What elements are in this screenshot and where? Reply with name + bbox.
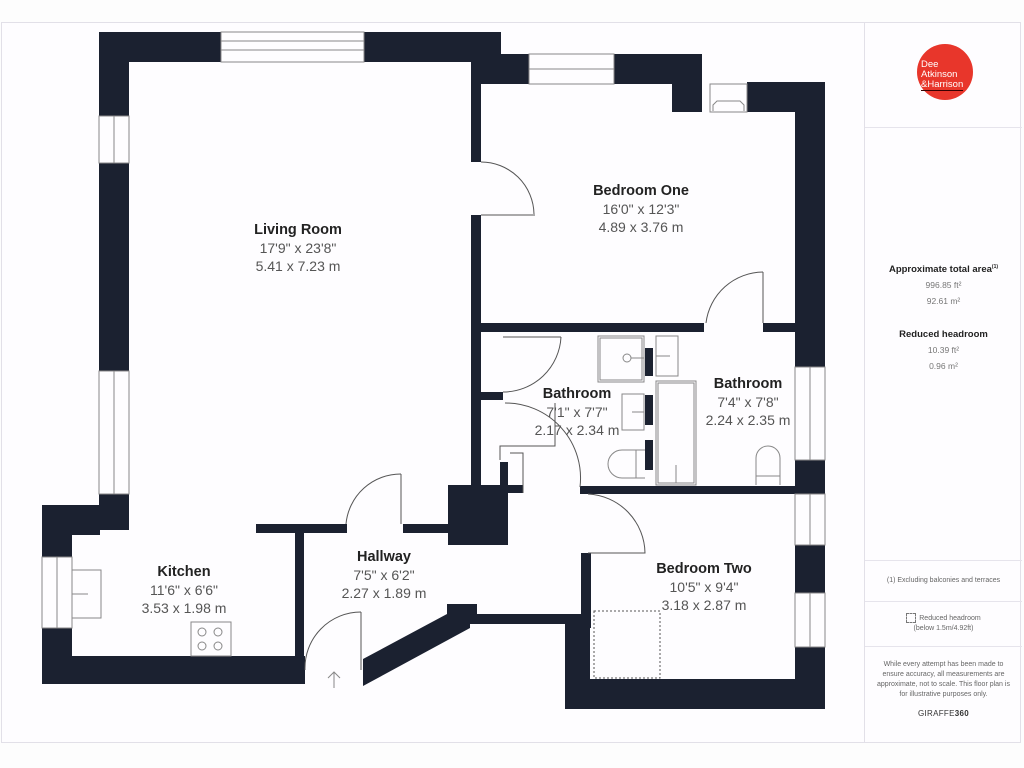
floor-plan-drawing [41, 31, 826, 709]
total-area-title: Approximate total area(1) [888, 264, 999, 276]
room-name: Bedroom One [593, 183, 689, 199]
reduced-headroom-area [593, 610, 661, 679]
logo-section: Dee Atkinson &Harrison [865, 22, 1022, 128]
info-panel: Dee Atkinson &Harrison Approximate total… [864, 22, 1022, 743]
disclaimer-section: While every attempt has been made to ens… [865, 647, 1022, 743]
room-imperial: 7'5" x 6'2" [353, 567, 415, 583]
room-imperial: 7'1" x 7'7" [546, 404, 608, 420]
footnote-section: (1) Excluding balconies and terraces [865, 561, 1022, 602]
room-metric: 4.89 x 3.76 m [598, 219, 684, 235]
total-area-m: 92.61 m² [926, 296, 961, 307]
room-name: Living Room [254, 222, 342, 238]
room-metric: 3.18 x 2.87 m [661, 597, 747, 613]
room-imperial: 7'4" x 7'8" [717, 394, 779, 410]
room-name: Bedroom Two [656, 561, 752, 577]
room-imperial: 17'9" x 23'8" [259, 240, 337, 256]
room-hallway: Hallway 7'5" x 6'2" 2.27 x 1.89 m [342, 549, 427, 602]
room-bathroom-left: Bathroom 7'1" x 7'7" 2.17 x 2.34 m [535, 386, 620, 439]
legend-line2: (below 1.5m/4.92ft) [913, 624, 974, 632]
room-metric: 5.41 x 7.23 m [255, 258, 341, 274]
doors [304, 161, 764, 671]
room-name: Hallway [356, 549, 411, 565]
room-metric: 2.17 x 2.34 m [534, 422, 620, 438]
room-name: Bathroom [542, 386, 612, 402]
logo-text-line2: Atkinson [921, 69, 958, 80]
room-bedroom-two: Bedroom Two 10'5" x 9'4" 3.18 x 2.87 m [656, 561, 752, 614]
walls [42, 32, 825, 709]
fixtures [71, 335, 781, 688]
windows [41, 31, 826, 648]
room-name: Kitchen [157, 564, 211, 580]
room-kitchen: Kitchen 11'6" x 6'6" 3.53 x 1.98 m [142, 564, 227, 617]
disclaimer-text: While every attempt has been made to ens… [877, 661, 1010, 698]
reduced-headroom-m: 0.96 m² [929, 361, 958, 372]
room-metric: 2.27 x 1.89 m [341, 585, 427, 601]
logo-text-line3: &Harrison [921, 79, 964, 91]
room-imperial: 10'5" x 9'4" [669, 579, 739, 595]
room-bedroom-one: Bedroom One 16'0" x 12'3" 4.89 x 3.76 m [593, 183, 689, 236]
logo-text-line1: Dee [921, 59, 939, 70]
area-section: Approximate total area(1) 996.85 ft² 92.… [865, 128, 1022, 561]
legend-line1: Reduced headroom [865, 613, 1022, 624]
room-imperial: 11'6" x 6'6" [150, 582, 218, 598]
reduced-headroom-title: Reduced headroom [899, 329, 988, 341]
giraffe360-credit: GIRAFFE360 [917, 709, 970, 718]
room-living-room: Living Room 17'9" x 23'8" 5.41 x 7.23 m [254, 222, 342, 275]
floor-plan: Living Room 17'9" x 23'8" 5.41 x 7.23 m … [41, 31, 826, 709]
room-bathroom-right: Bathroom 7'4" x 7'8" 2.24 x 2.35 m [706, 376, 791, 429]
agency-logo: Dee Atkinson &Harrison [917, 44, 973, 100]
room-imperial: 16'0" x 12'3" [602, 201, 680, 217]
legend-section: Reduced headroom (below 1.5m/4.92ft) [865, 602, 1022, 647]
room-metric: 3.53 x 1.98 m [141, 600, 227, 616]
room-name: Bathroom [713, 376, 783, 392]
dashed-box-icon [906, 613, 917, 623]
room-metric: 2.24 x 2.35 m [705, 412, 791, 428]
total-area-ft: 996.85 ft² [925, 280, 962, 291]
reduced-headroom-ft: 10.39 ft² [927, 345, 960, 356]
footnote-text: (1) Excluding balconies and terraces [886, 577, 1001, 584]
